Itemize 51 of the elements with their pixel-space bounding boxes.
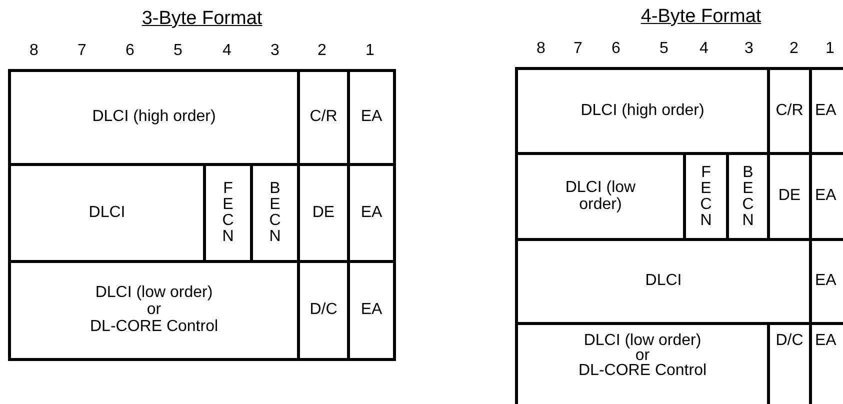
field-label: BECN bbox=[268, 181, 282, 245]
bit-field-cell bbox=[8, 69, 300, 166]
field-label: FECN bbox=[221, 181, 235, 245]
bit-number: 6 bbox=[126, 42, 134, 60]
field-label: or bbox=[146, 302, 162, 319]
field-label: EA bbox=[360, 302, 382, 319]
field-label: DLCI bbox=[88, 204, 126, 222]
format-heading: 4-Byte Format bbox=[640, 6, 762, 28]
field-label: EA bbox=[815, 333, 836, 348]
field-label: EA bbox=[360, 109, 382, 126]
field-label: DLCI (high order) bbox=[580, 102, 704, 120]
field-label: DE bbox=[778, 188, 801, 205]
bit-field-cell bbox=[515, 67, 770, 155]
bit-field-cell bbox=[347, 260, 396, 361]
bit-number: 7 bbox=[78, 42, 86, 60]
field-label: EA bbox=[815, 188, 836, 205]
field-label: DL-CORE Control bbox=[578, 363, 707, 379]
bit-number: 5 bbox=[660, 40, 668, 58]
bit-number: 8 bbox=[30, 42, 38, 60]
field-label: EA bbox=[815, 102, 836, 120]
bit-number: 3 bbox=[744, 40, 754, 58]
field-label: DLCI (low order) bbox=[584, 333, 702, 348]
bit-number: 2 bbox=[790, 40, 798, 58]
field-label: D/C bbox=[776, 333, 804, 348]
bit-field-cell bbox=[8, 260, 300, 361]
field-label: EA bbox=[360, 204, 382, 222]
bit-number: 2 bbox=[318, 42, 326, 60]
field-label: DLCI (high order) bbox=[92, 109, 216, 126]
format-heading: 3-Byte Format bbox=[142, 8, 262, 30]
bit-field-cell bbox=[347, 69, 396, 166]
bit-number: 3 bbox=[270, 42, 280, 60]
field-label: FECN bbox=[699, 164, 713, 228]
bit-number: 4 bbox=[222, 42, 232, 60]
field-label: DLCI bbox=[645, 273, 682, 290]
field-label: DE bbox=[312, 204, 335, 222]
bit-number: 1 bbox=[366, 42, 374, 60]
field-label: or bbox=[635, 348, 650, 364]
bit-number: 6 bbox=[612, 40, 620, 58]
bit-number: 8 bbox=[536, 40, 546, 58]
bit-number: 5 bbox=[174, 42, 182, 60]
bit-number: 4 bbox=[700, 40, 708, 58]
field-label: BECN bbox=[741, 164, 755, 228]
field-label: DLCI (low order) bbox=[95, 285, 213, 302]
field-label: C/R bbox=[776, 102, 804, 120]
bit-number: 7 bbox=[574, 40, 582, 58]
field-label: C/R bbox=[310, 109, 338, 126]
bit-number: 1 bbox=[826, 40, 834, 58]
field-label: DL-CORE Control bbox=[90, 318, 218, 336]
field-label: DLCI (low order) bbox=[564, 180, 637, 214]
field-label: EA bbox=[815, 273, 836, 290]
field-label: D/C bbox=[310, 302, 338, 319]
